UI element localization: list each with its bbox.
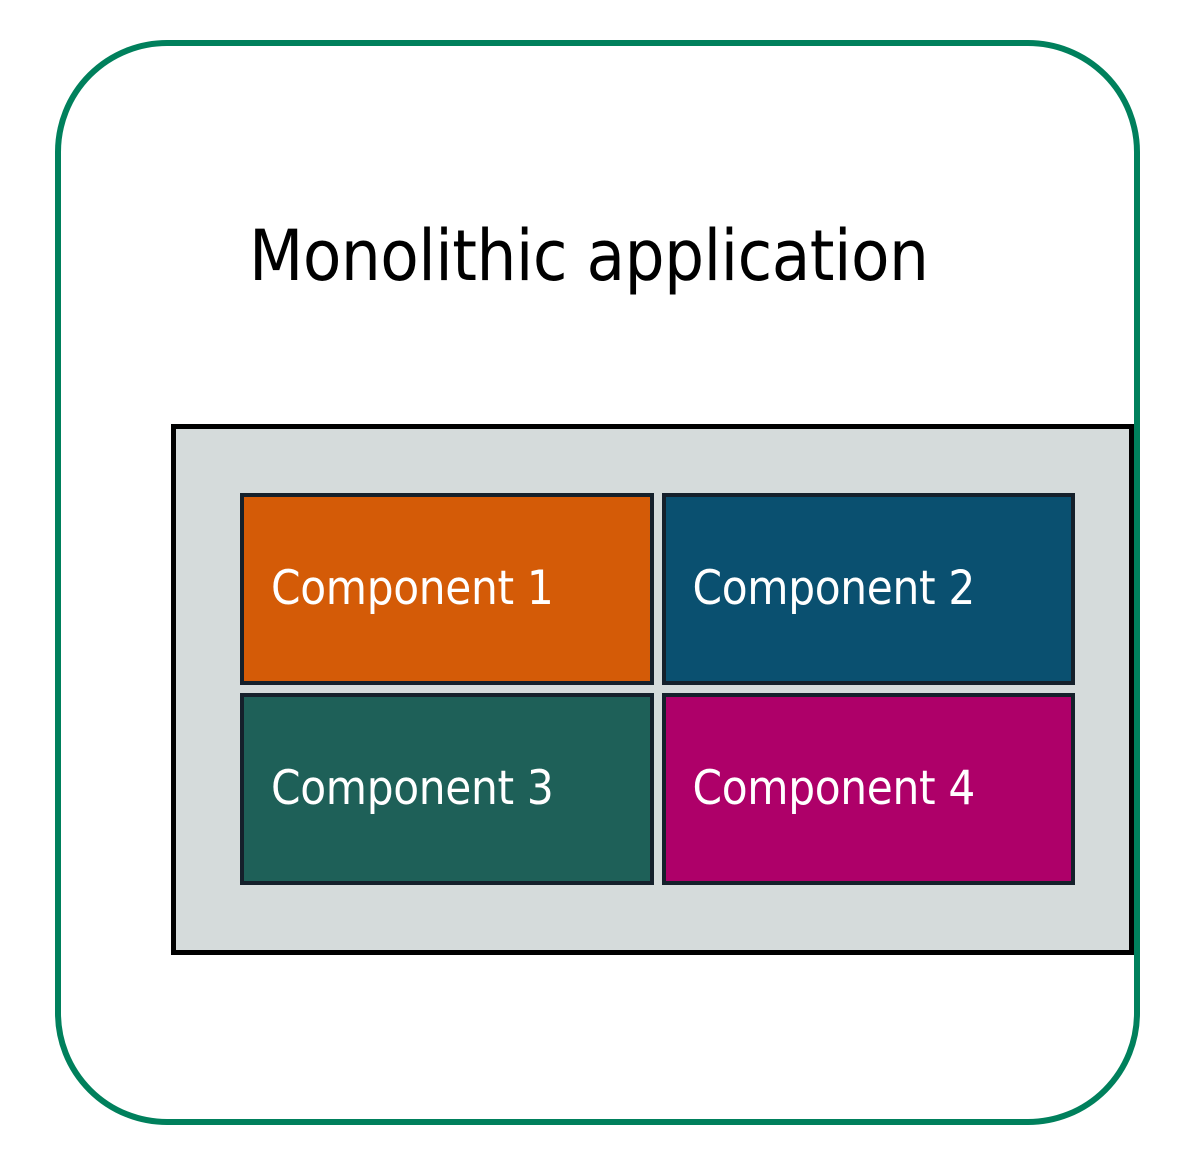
component-box-4[interactable]: Component 4 <box>661 693 1075 885</box>
component-box-3[interactable]: Component 3 <box>240 693 654 885</box>
component-label-2: Component 2 <box>692 560 976 616</box>
component-label-1: Component 1 <box>271 560 554 616</box>
monolithic-application-boundary: Monolithic application Component 1 Compo… <box>55 40 1140 1125</box>
component-box-1[interactable]: Component 1 <box>240 493 654 685</box>
monolith-container: Component 1 Component 2 Component 3 Comp… <box>171 424 1134 955</box>
component-label-4: Component 4 <box>692 760 976 816</box>
component-box-2[interactable]: Component 2 <box>661 493 1075 685</box>
component-label-3: Component 3 <box>271 760 554 816</box>
page-title: Monolithic application <box>249 215 929 297</box>
component-grid: Component 1 Component 2 Component 3 Comp… <box>240 493 1075 885</box>
